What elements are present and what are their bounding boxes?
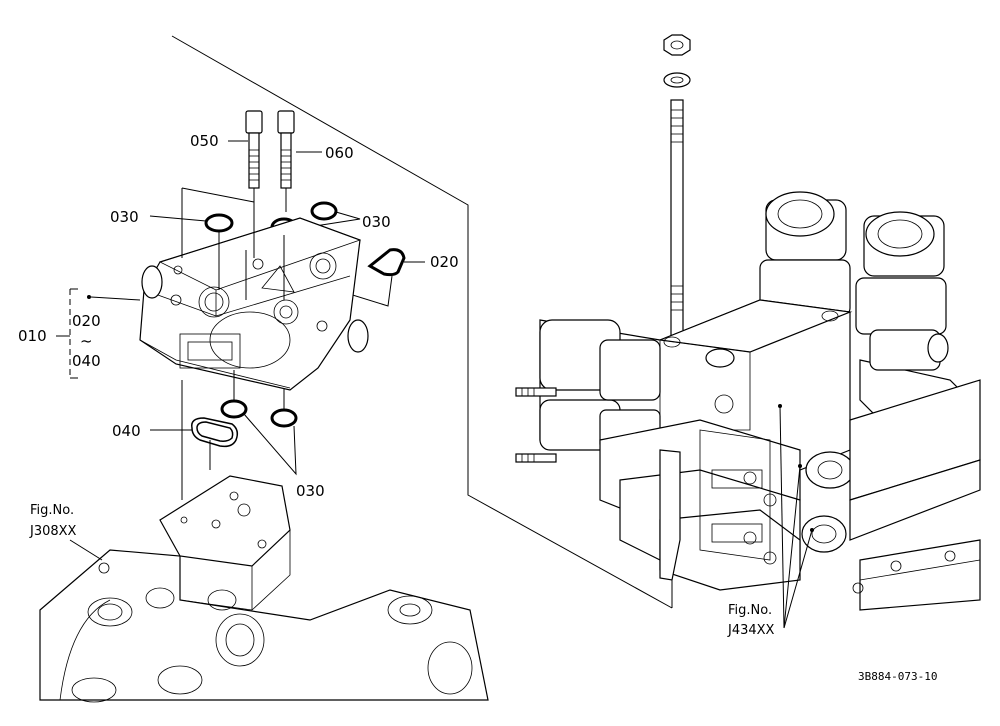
bolt-icon: [245, 110, 263, 189]
label-030-lower: 030: [296, 482, 325, 500]
o-ring-icon: [220, 399, 298, 428]
right-fig-ref-code: J434XX: [727, 623, 775, 638]
part-range-bracket: [56, 288, 141, 379]
label-030-upper-left: 030: [110, 208, 139, 226]
left-fig-ref-label: Fig.No.: [30, 503, 74, 518]
label-040: 040: [112, 422, 141, 440]
label-050: 050: [190, 132, 219, 150]
valve-cover-block: [139, 217, 369, 391]
right-ref-leaders: [779, 405, 813, 629]
gasket-icon: [191, 417, 239, 448]
label-030-upper-right: 030: [362, 213, 391, 231]
label-range-tilde: ~: [80, 332, 93, 350]
label-040-range-end: 040: [72, 352, 101, 370]
right-fig-ref-label: Fig.No.: [728, 603, 772, 618]
bolt-icon: [277, 110, 295, 189]
label-010: 010: [18, 327, 47, 345]
label-020-range-start: 020: [72, 312, 101, 330]
left-fig-ref-code: J308XX: [29, 524, 77, 539]
tie-rod: [663, 34, 691, 337]
gasket-icon: [367, 248, 406, 277]
label-060: 060: [325, 144, 354, 162]
label-020: 020: [430, 253, 459, 271]
control-valve-assembly: [515, 191, 981, 611]
drawing-code: 3B884-073-10: [858, 670, 937, 683]
assembly-lines-left: [181, 187, 287, 500]
lower-housing: [39, 475, 489, 703]
